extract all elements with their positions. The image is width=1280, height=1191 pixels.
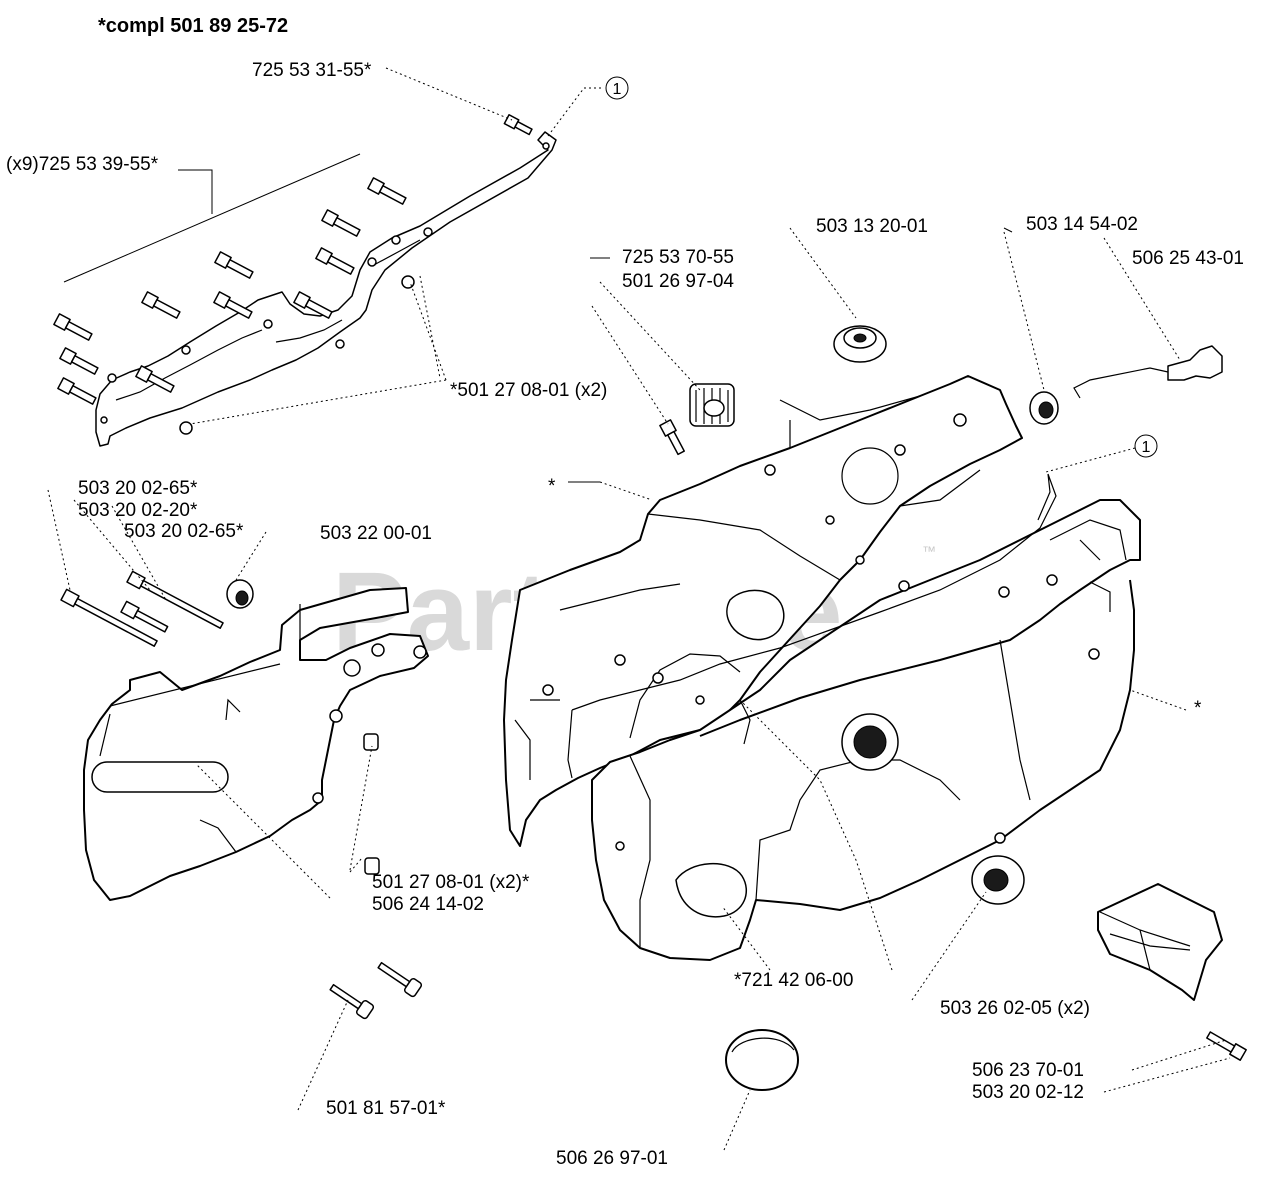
- part-label-501-26-97-04: 501 26 97-04: [622, 271, 734, 292]
- part-label-503-13-20-01: 503 13 20-01: [816, 216, 928, 237]
- plug-icon: [1073, 345, 1223, 399]
- part-label-503-20-02-20: 503 20 02-20*: [78, 500, 198, 521]
- crankcase-icon: [503, 375, 1023, 847]
- watermark-trademark: ™: [922, 543, 936, 559]
- screw-icon: [659, 419, 685, 456]
- part-label-506-26-97-01: 506 26 97-01: [556, 1148, 668, 1169]
- part-label-725-53-39-55: (x9)725 53 39-55*: [6, 154, 159, 175]
- part-label-506-23-70-01: 506 23 70-01: [972, 1060, 1084, 1081]
- screw-icon: [1206, 1031, 1247, 1061]
- svg-text:1: 1: [1142, 439, 1151, 456]
- star-marker-right: *: [1194, 698, 1202, 719]
- gasket-icon: [567, 473, 1057, 779]
- bushing-icon: [226, 579, 254, 609]
- screw-icon: [53, 114, 533, 435]
- part-label-503-20-02-65-b: 503 20 02-65*: [124, 521, 244, 542]
- crankcase-icon: [591, 499, 1141, 961]
- grommet-icon: [971, 855, 1025, 905]
- part-label-506-25-43-01: 506 25 43-01: [1132, 248, 1244, 269]
- grommet-icon: [1029, 391, 1059, 425]
- part-label-503-14-54-02: 503 14 54-02: [1026, 214, 1138, 235]
- gasket-icon: [95, 131, 557, 447]
- part-label-503-26-02-05-x2: 503 26 02-05 (x2): [940, 998, 1090, 1019]
- part-label-503-22-00-01: 503 22 00-01: [320, 523, 432, 544]
- part-label-725-53-31-55: 725 53 31-55*: [252, 60, 372, 81]
- grommet-icon: [833, 325, 887, 363]
- part-label-501-27-08-01-x2: *501 27 08-01 (x2): [450, 380, 607, 401]
- callout-ref-1-top: 1: [605, 76, 629, 100]
- part-label-725-53-70-55: 725 53 70-55: [622, 247, 734, 268]
- part-label-503-20-02-65-a: 503 20 02-65*: [78, 478, 198, 499]
- part-label-501-27-08-01-x2-star: 501 27 08-01 (x2)*: [372, 872, 530, 893]
- part-label-721-42-06-00: *721 42 06-00: [734, 970, 853, 991]
- chain-cover-icon: [83, 587, 429, 901]
- callout-ref-1-mid: 1: [1134, 434, 1158, 458]
- screw-icon: [329, 961, 423, 1020]
- leader-lines: [47, 67, 1231, 1151]
- star-marker-left: *: [548, 476, 556, 497]
- svg-text:1: 1: [613, 81, 622, 98]
- bracket-icon: [1097, 883, 1223, 1001]
- bushing-icon: [689, 383, 735, 427]
- part-label-503-20-02-12: 503 20 02-12: [972, 1082, 1084, 1103]
- diagram-title: *compl 501 89 25-72: [98, 15, 288, 37]
- screw-icon: [60, 570, 224, 647]
- part-label-501-81-57-01: 501 81 57-01*: [326, 1098, 446, 1119]
- part-label-506-24-14-02: 506 24 14-02: [372, 894, 484, 915]
- filter-cap-icon: [725, 1029, 799, 1091]
